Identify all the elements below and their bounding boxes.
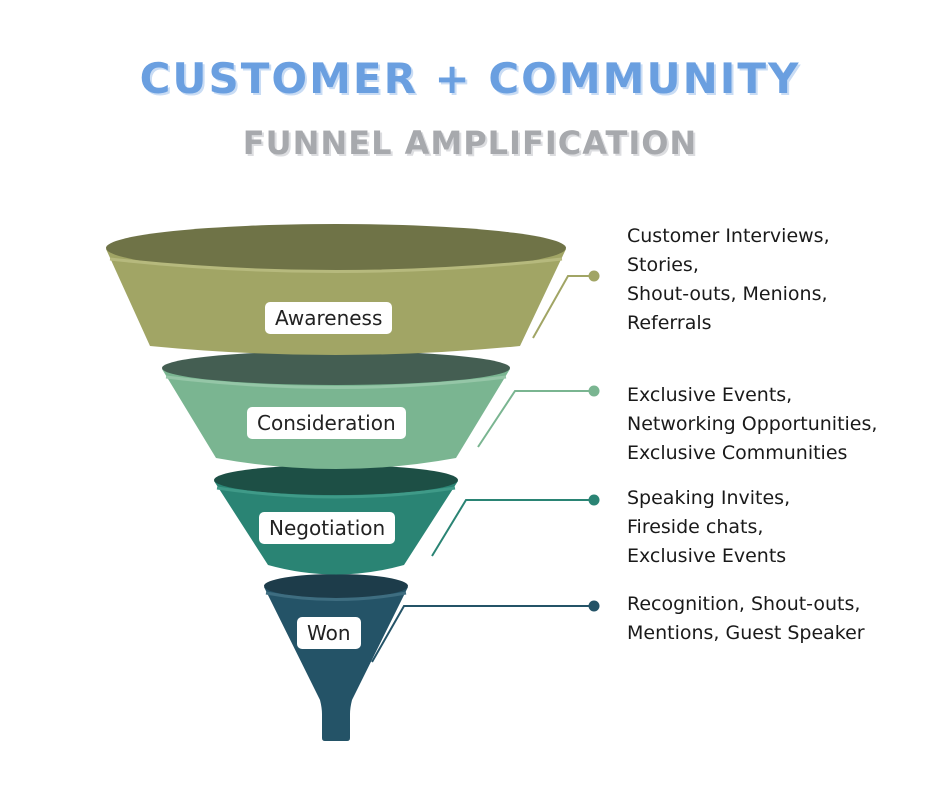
description-line: Customer Interviews, bbox=[627, 225, 830, 247]
description-consideration: Exclusive Events, Networking Opportuniti… bbox=[627, 381, 877, 468]
description-line: Exclusive Communities bbox=[627, 442, 848, 464]
description-line: Speaking Invites, bbox=[627, 487, 791, 509]
stage-label-won: Won bbox=[297, 617, 361, 649]
description-line: Referrals bbox=[627, 312, 712, 334]
stage-label-awareness: Awareness bbox=[265, 302, 393, 334]
connector-won bbox=[371, 600, 600, 663]
connector-awareness bbox=[532, 270, 600, 339]
funnel-segment-won bbox=[264, 574, 408, 741]
stage-label-consideration: Consideration bbox=[247, 407, 406, 439]
connector-consideration bbox=[477, 385, 600, 448]
description-negotiation: Speaking Invites, Fireside chats, Exclus… bbox=[627, 484, 790, 571]
description-line: Recognition, Shout-outs, bbox=[627, 593, 861, 615]
description-line: Shout-outs, Menions, bbox=[627, 283, 828, 305]
description-won: Recognition, Shout-outs, Mentions, Guest… bbox=[627, 590, 865, 648]
description-line: Mentions, Guest Speaker bbox=[627, 622, 865, 644]
page-title: CUSTOMER + COMMUNITY bbox=[139, 54, 801, 103]
description-line: Stories, bbox=[627, 254, 699, 276]
funnel-segment-awareness bbox=[106, 224, 566, 355]
page-subtitle: FUNNEL AMPLIFICATION bbox=[242, 124, 698, 162]
description-awareness: Customer Interviews, Stories, Shout-outs… bbox=[627, 222, 830, 338]
connector-negotiation bbox=[431, 494, 600, 557]
stage-label-negotiation: Negotiation bbox=[259, 512, 396, 544]
description-line: Exclusive Events, bbox=[627, 384, 793, 406]
description-line: Exclusive Events bbox=[627, 545, 787, 567]
description-line: Fireside chats, bbox=[627, 516, 764, 538]
description-line: Networking Opportunities, bbox=[627, 413, 878, 435]
